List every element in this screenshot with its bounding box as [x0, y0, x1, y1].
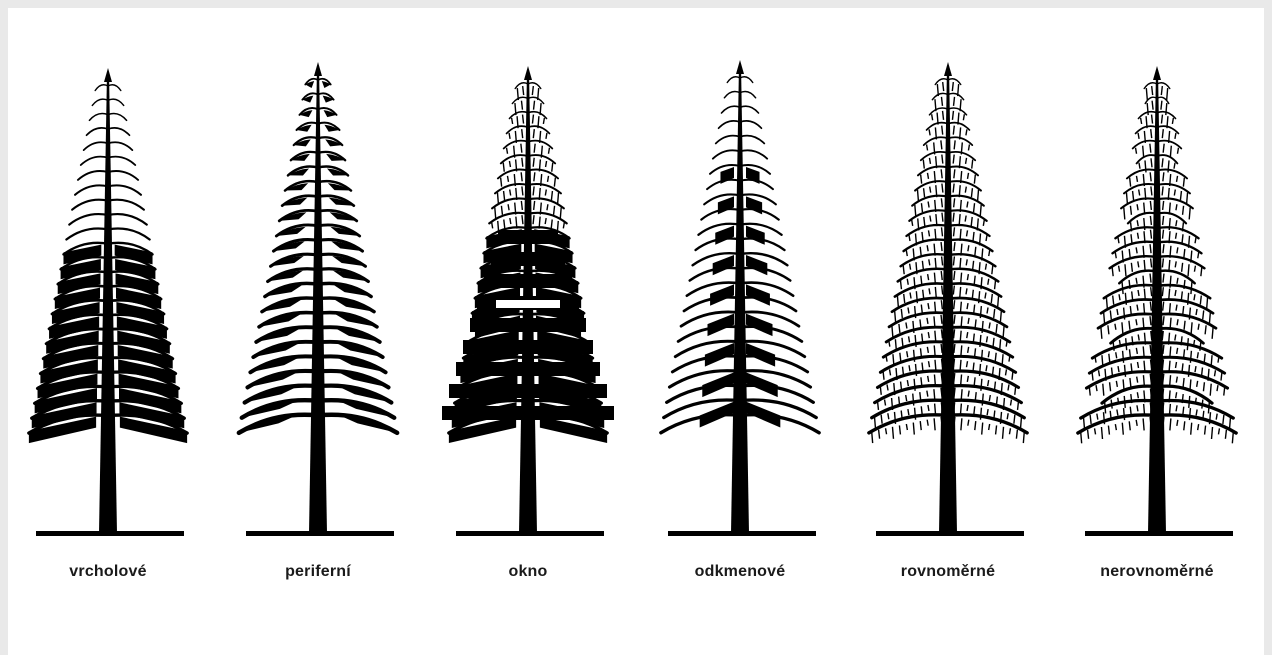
tree-vrcholove: [29, 68, 187, 536]
caption-nerovnomerne: nerovnoměrné: [1062, 563, 1252, 581]
caption-periferni: periferní: [223, 563, 413, 581]
caption-vrcholove: vrcholové: [13, 563, 203, 581]
caption-rovnomerne: rovnoměrné: [853, 563, 1043, 581]
tree-nerovnomerne: [1078, 66, 1236, 536]
caption-okno: okno: [433, 563, 623, 581]
caption-odkmenove: odkmenové: [645, 563, 835, 581]
trunk: [99, 72, 117, 533]
tree-odkmenove: [661, 60, 819, 536]
tree-rovnomerne: [869, 62, 1027, 536]
tree-okno: [442, 66, 614, 536]
tree-periferni: [239, 62, 397, 536]
